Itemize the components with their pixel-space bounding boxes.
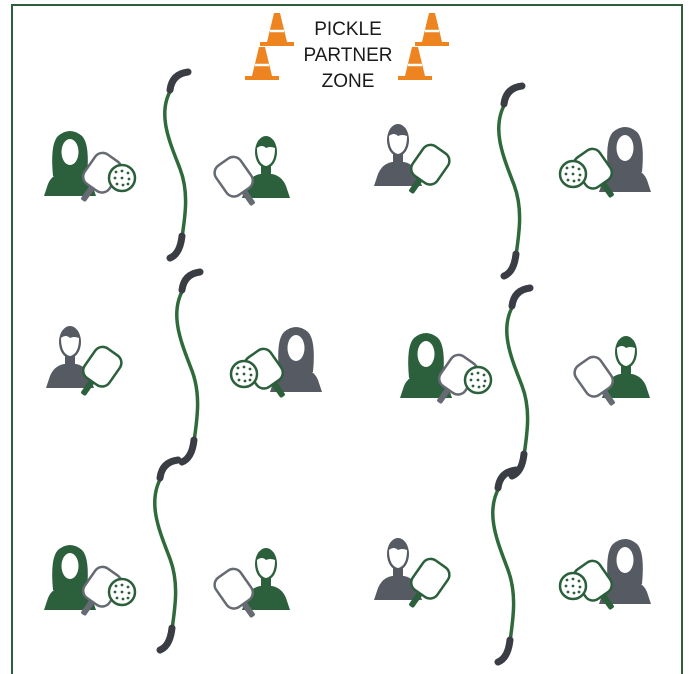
player-female-gray: [558, 127, 651, 198]
agility-rope: [491, 466, 520, 666]
zone-frame: [11, 4, 683, 674]
pickleball-paddle-icon: [213, 567, 255, 618]
agility-rope: [153, 456, 182, 654]
player-male-gray: [374, 124, 451, 194]
player-female-green: [400, 333, 493, 404]
rope-handle-icon: [166, 232, 186, 262]
cones-group: [245, 13, 449, 80]
pickleball-paddle-icon: [213, 155, 255, 206]
player-female-gray: [229, 327, 322, 398]
rope-handle-icon: [494, 636, 514, 666]
title: PICKLE PARTNER ZONE: [303, 19, 392, 92]
agility-rope: [497, 82, 526, 280]
player-male-green: [213, 548, 290, 618]
title-line-2: PARTNER: [303, 45, 392, 66]
rope-handle-icon: [508, 284, 534, 310]
pickleball-paddle-icon: [409, 557, 451, 608]
pickleball-icon: [463, 365, 493, 395]
rope-handle-icon: [508, 450, 528, 480]
agility-rope: [175, 268, 204, 466]
traffic-cone-icon: [415, 13, 449, 46]
player-female-green: [44, 545, 137, 616]
traffic-cone-icon: [245, 47, 279, 80]
ropes-group: [153, 68, 534, 666]
pickleball-icon: [558, 159, 588, 189]
rope-handle-icon: [500, 250, 520, 280]
rope-handle-icon: [156, 624, 176, 654]
rope-handle-icon: [166, 68, 192, 94]
rope-handle-icon: [494, 466, 520, 492]
pickleball-icon: [229, 359, 259, 389]
title-line-1: PICKLE: [314, 19, 382, 40]
pickleball-paddle-icon: [81, 345, 123, 396]
title-line-3: ZONE: [322, 71, 375, 92]
player-male-gray: [374, 538, 451, 608]
player-female-green: [44, 131, 137, 202]
pickleball-paddle-icon: [409, 143, 451, 194]
agility-rope: [505, 284, 534, 480]
rope-handle-icon: [178, 436, 198, 466]
player-female-gray: [558, 539, 651, 610]
players-group: [44, 124, 651, 618]
pickleball-icon: [107, 577, 137, 607]
player-male-green: [213, 136, 290, 206]
player-male-green: [573, 336, 650, 406]
rope-handle-icon: [500, 82, 526, 108]
pickleball-paddle-icon: [573, 355, 615, 406]
traffic-cone-icon: [398, 47, 432, 80]
player-male-gray: [46, 326, 123, 396]
pickleball-icon: [558, 571, 588, 601]
agility-rope: [163, 68, 192, 262]
traffic-cone-icon: [260, 13, 294, 46]
rope-handle-icon: [178, 268, 204, 294]
pickleball-icon: [107, 163, 137, 193]
rope-handle-icon: [156, 456, 182, 482]
